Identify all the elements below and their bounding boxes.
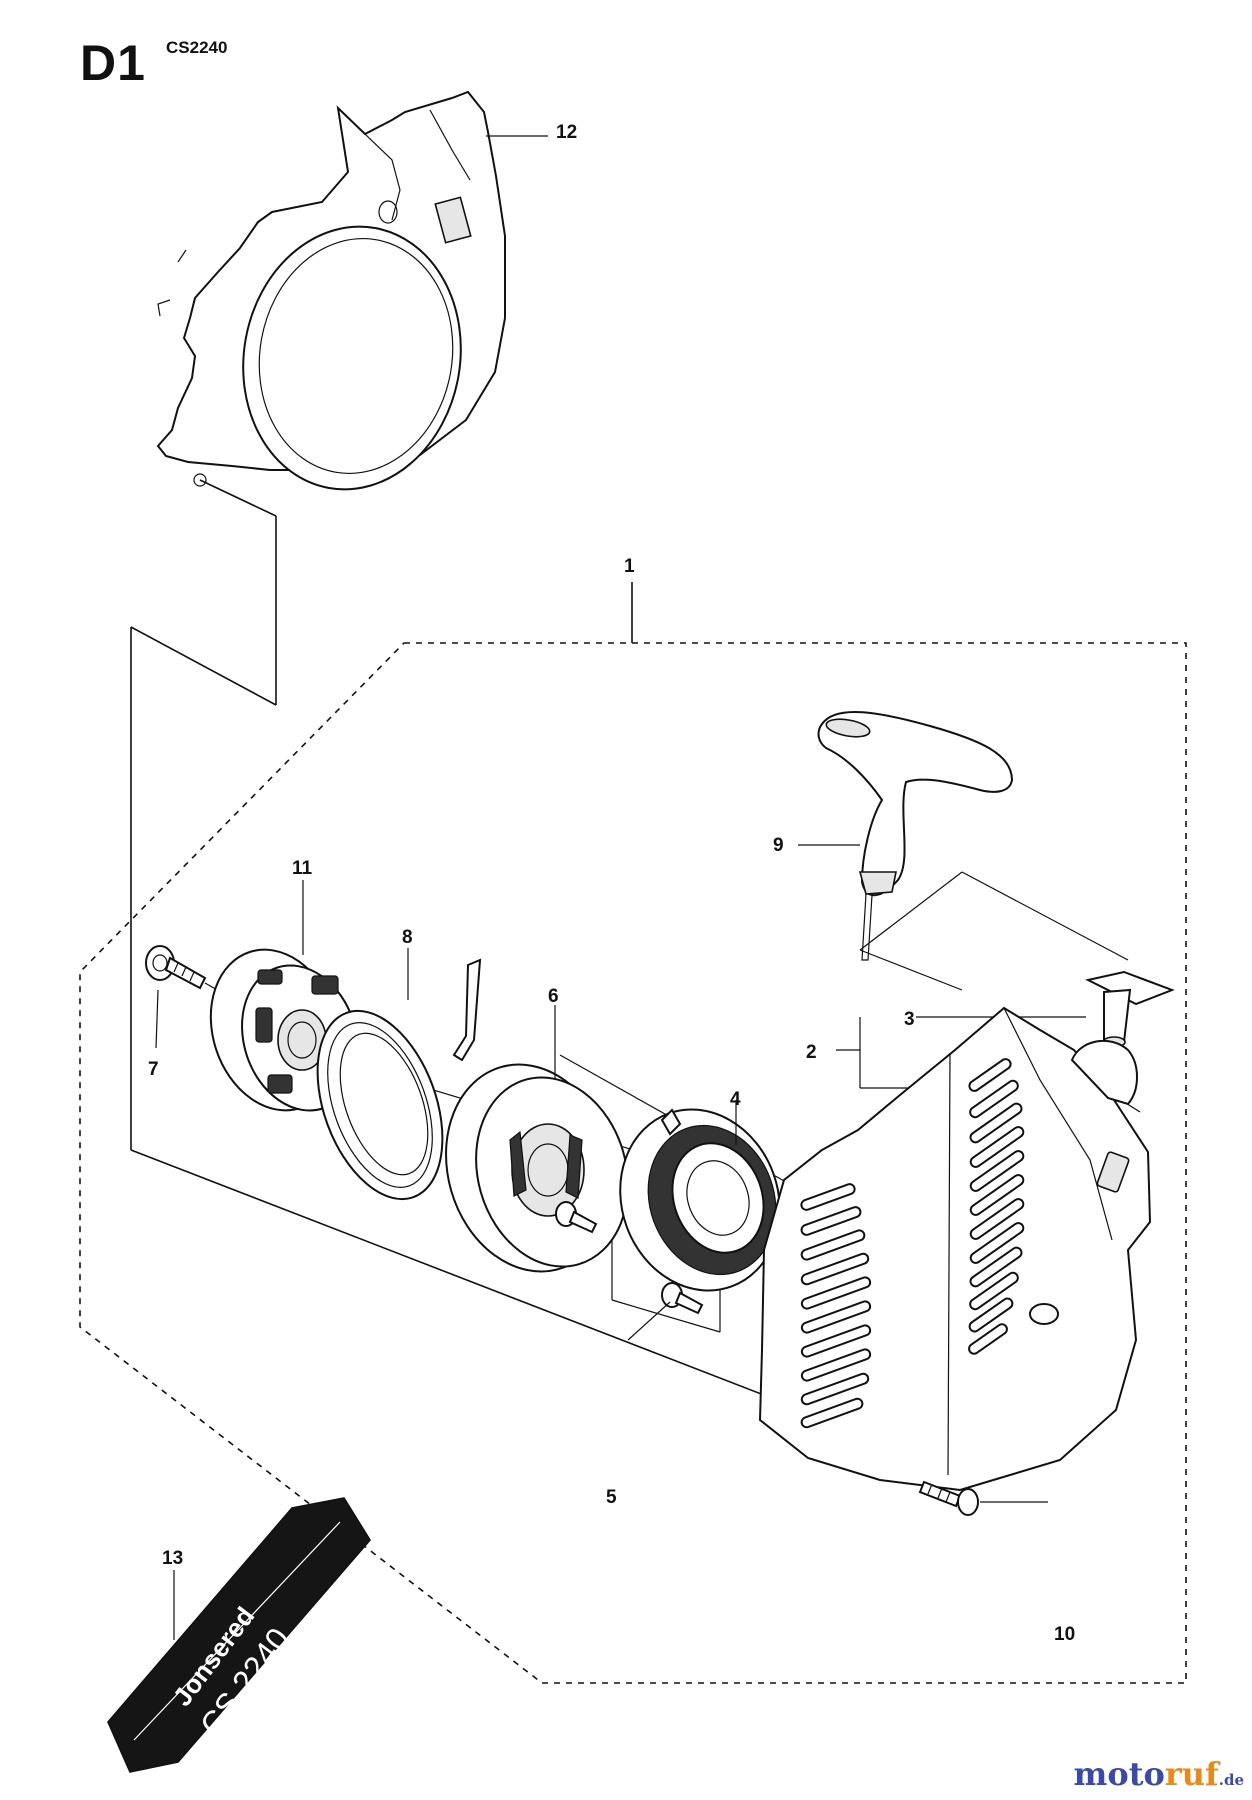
callout-3: 3 [904,1009,915,1030]
callout-13: 13 [162,1548,184,1569]
callout-11: 11 [292,858,313,879]
screw-part-5 [661,1282,704,1315]
callout-7: 7 [148,1059,159,1080]
rope-pulley-part-6 [445,1063,629,1273]
leader-line-7 [155,989,159,1049]
watermark-part2: ruf [1164,1755,1219,1793]
callout-2: 2 [806,1042,817,1063]
decal-part-13 [107,1497,371,1773]
watermark-tld: .de [1218,1771,1244,1789]
callout-8: 8 [402,927,413,948]
screw-near-pulley [555,1201,598,1234]
spring-cassette-part-4 [619,1108,781,1292]
watermark-part1: moto [1073,1755,1165,1793]
callout-4: 4 [730,1089,741,1110]
leader-line-5 [627,1301,671,1341]
callout-12: 12 [556,122,578,143]
starter-handle-part-9 [817,710,1014,961]
model-label: CS2240 [166,38,228,57]
callout-10: 10 [1054,1624,1076,1645]
kit-boundary-1 [79,642,1187,1684]
screw-part-10 [918,1480,979,1516]
callout-5: 5 [606,1487,617,1508]
diagram-code: D1 [80,35,146,91]
recoil-spring-part-8 [316,958,482,1201]
callout-9: 9 [773,835,784,856]
bracket-lines-2-3 [836,871,1141,1131]
cover-vent-slots [800,1058,1025,1429]
callout-6: 6 [548,986,559,1007]
starter-cover-part-2 [758,1006,1152,1492]
rope-bushing-part-3 [1085,970,1175,1048]
watermark-logo: motoruf.de [1074,1758,1244,1790]
screw-part-7 [145,945,207,990]
callout-1: 1 [624,556,635,577]
fan-housing-part-12 [156,90,506,491]
